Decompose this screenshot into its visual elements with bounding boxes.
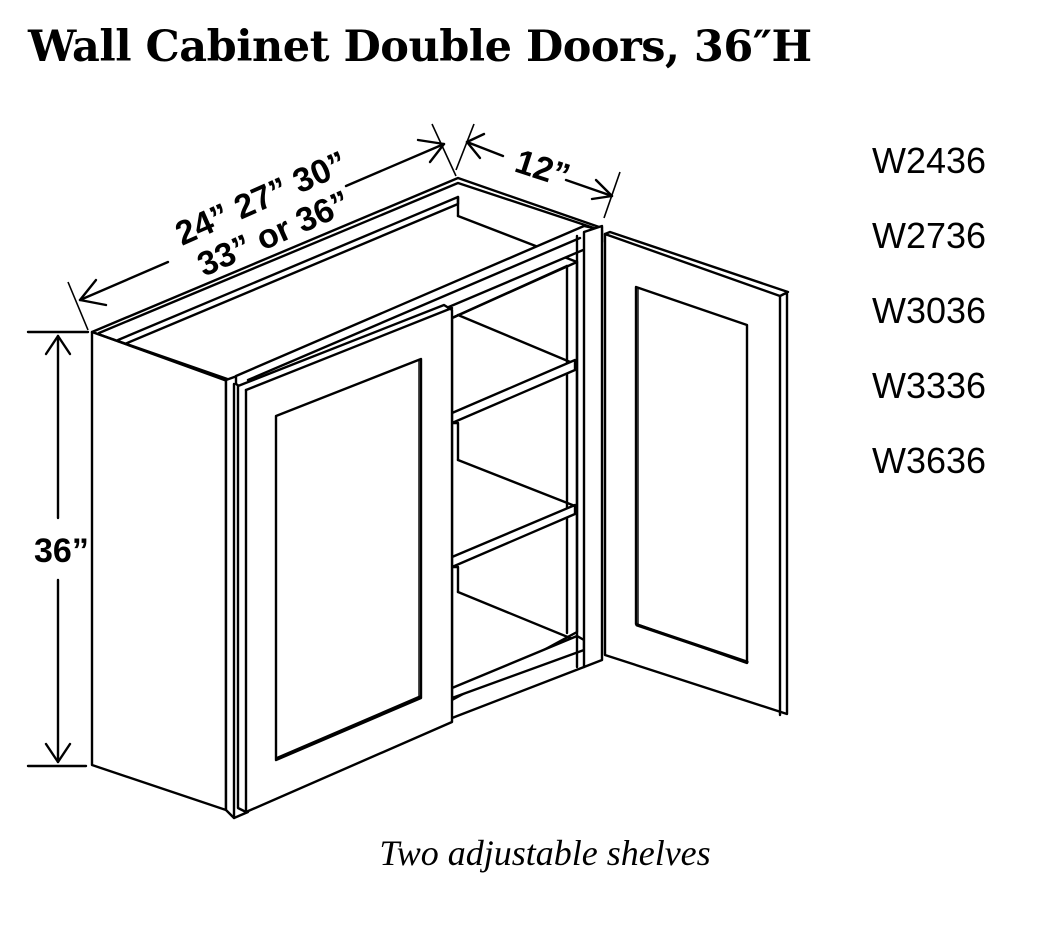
left-door: [236, 303, 454, 814]
height-label: 36”: [34, 532, 89, 570]
model-item: W2736: [872, 215, 987, 256]
model-item: W3036: [872, 290, 987, 331]
right-door-open: [603, 230, 790, 717]
right-door-panel: [634, 285, 749, 665]
model-item: W2436: [872, 140, 987, 181]
model-item: W3636: [872, 440, 987, 481]
caption: Two adjustable shelves: [379, 833, 711, 873]
cabinet-left-side: [90, 330, 228, 812]
model-item: W3336: [872, 365, 987, 406]
left-door-panel: [274, 357, 423, 762]
face-frame-right-stile: [582, 224, 604, 669]
depth-label: 12”: [511, 142, 575, 195]
height-dimension: 36”: [26, 330, 90, 768]
model-list: W2436 W2736 W3036 W3336 W3636: [872, 138, 986, 513]
page-title: Wall Cabinet Double Doors, 36″H: [28, 22, 812, 72]
